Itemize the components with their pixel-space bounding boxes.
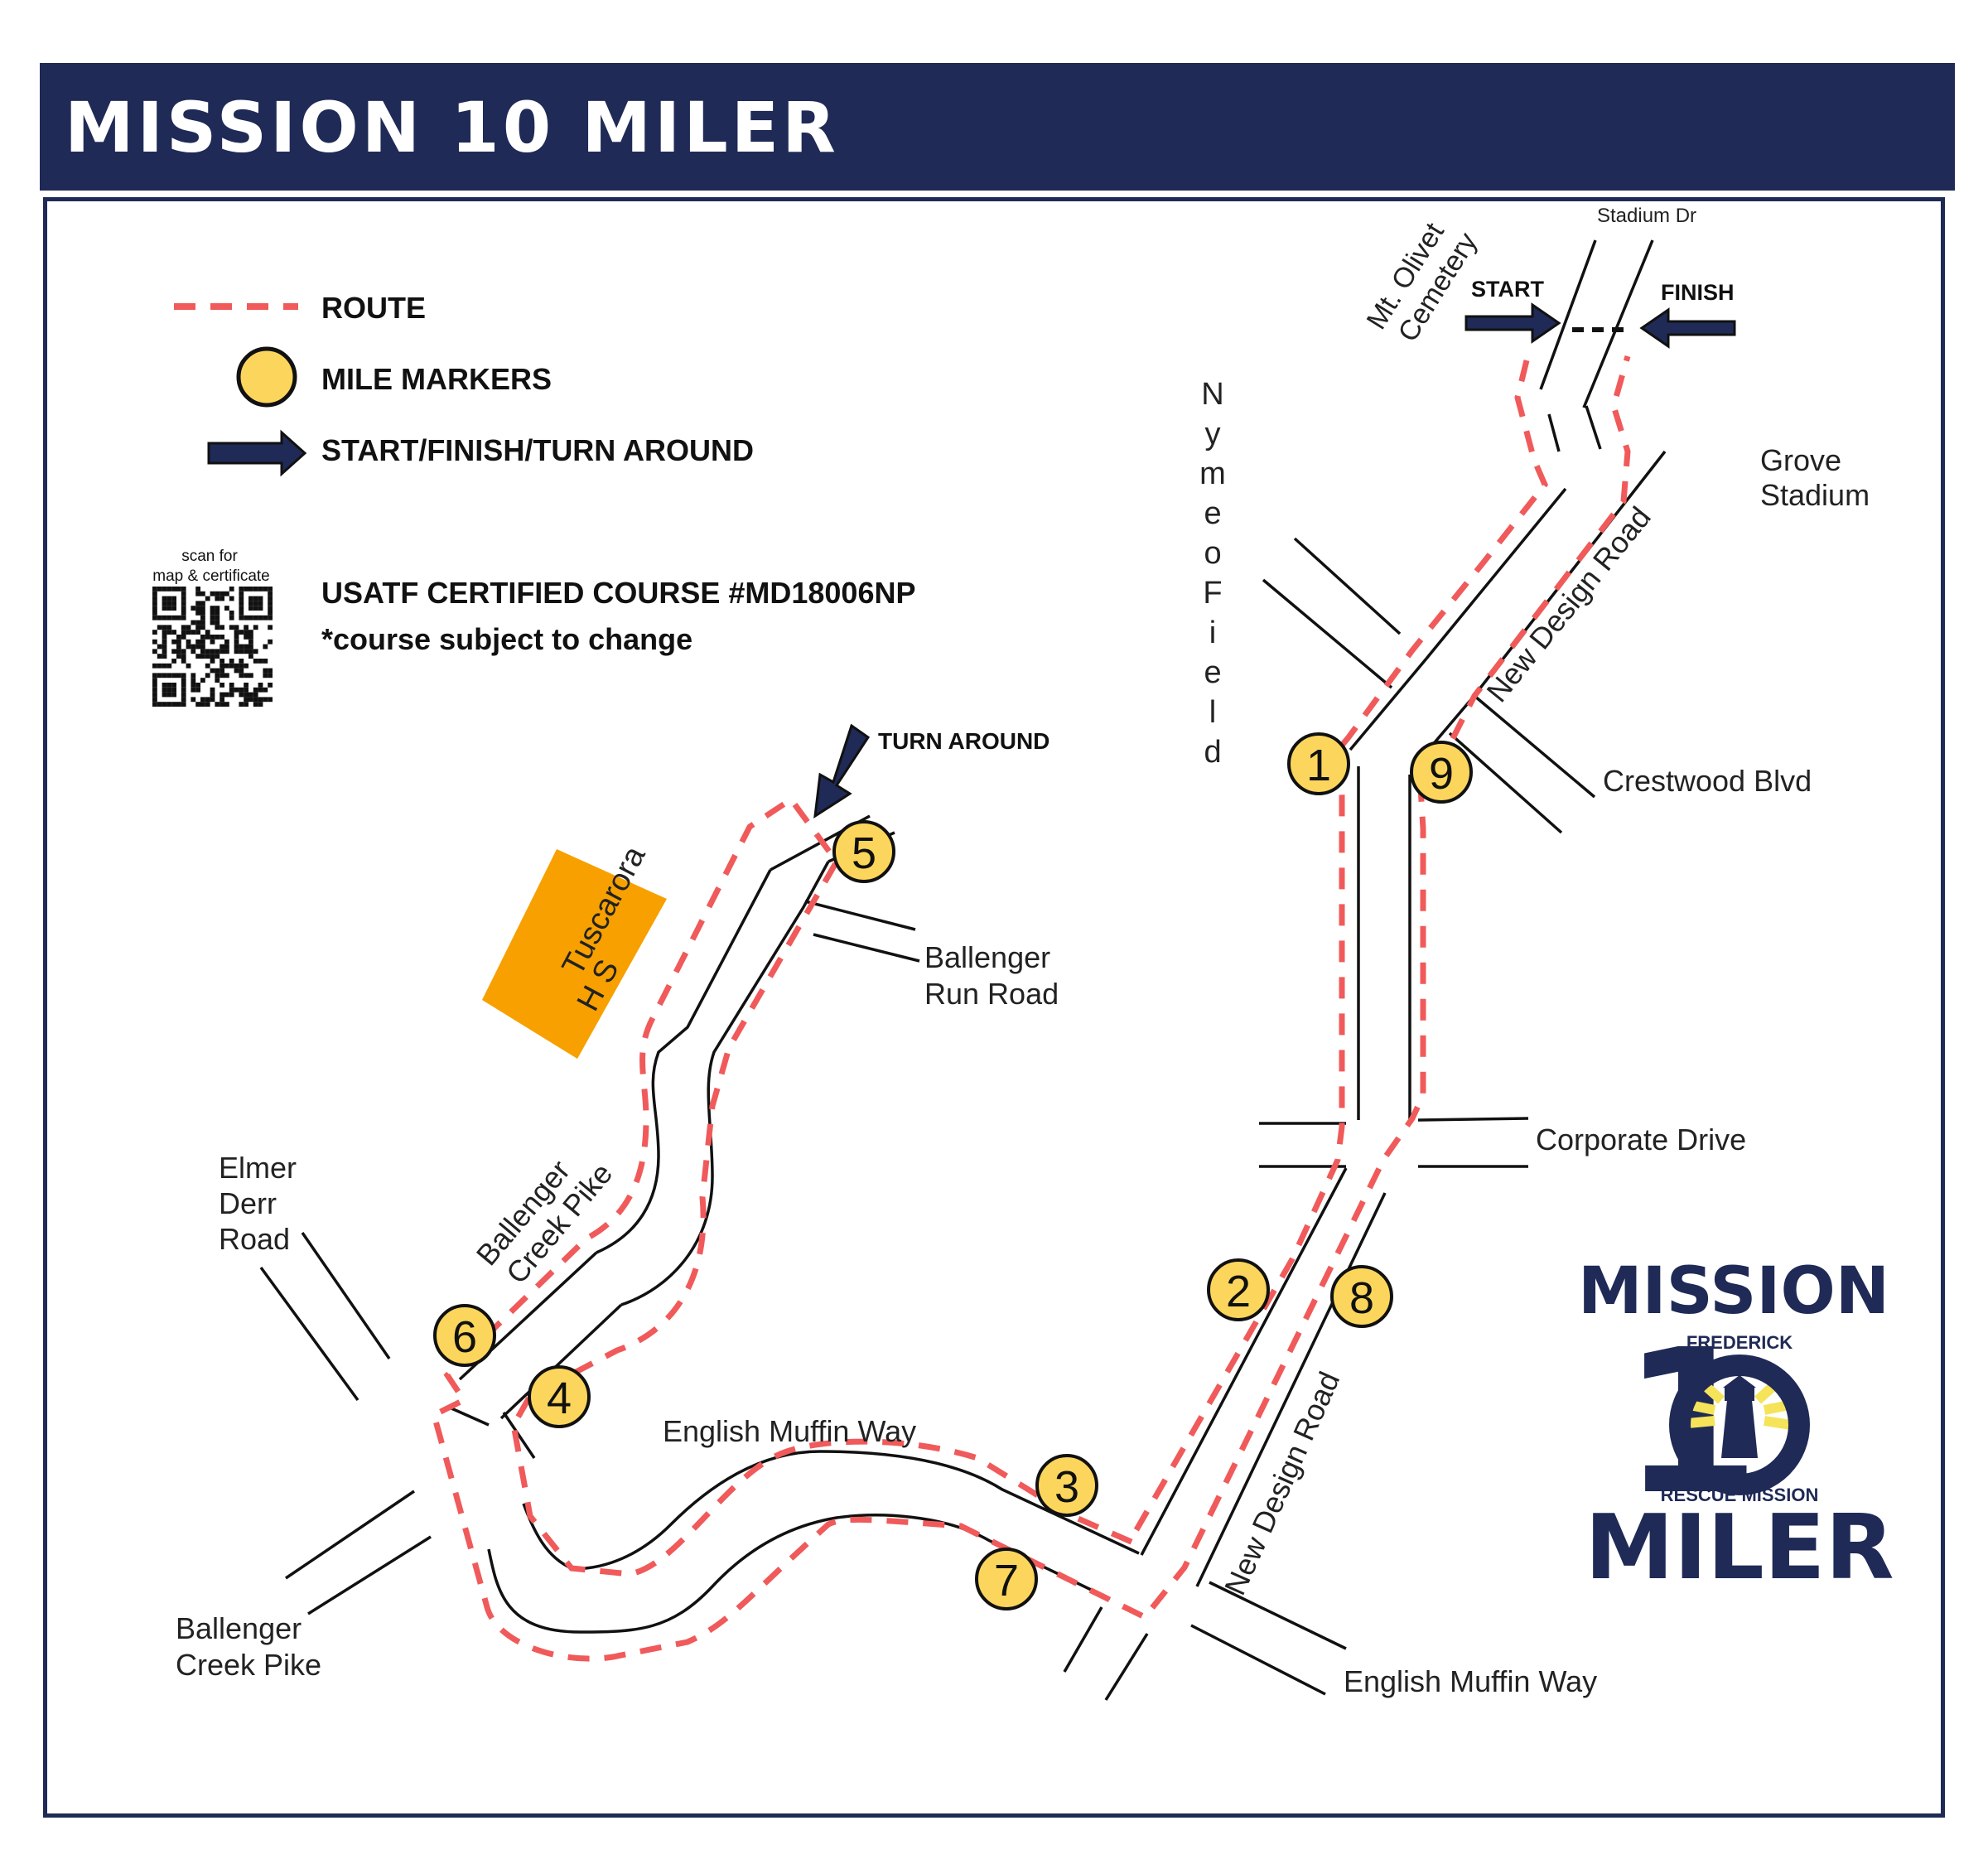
svg-text:9: 9: [1429, 749, 1454, 799]
mile-marker: 8: [1330, 1265, 1393, 1328]
svg-text:1: 1: [1306, 741, 1331, 790]
turn-around-arrow-icon: [813, 723, 871, 819]
mile-marker: 5: [832, 820, 895, 883]
svg-text:5: 5: [852, 828, 876, 878]
mission-10-miler-logo: MISSION 1 FREDERICK RESCUE MISSION MILER: [1578, 1254, 1894, 1600]
ballenger-run-road-label-2: Run Road: [924, 977, 1059, 1011]
legend-mile-markers-label: MILE MARKERS: [321, 362, 552, 396]
logo-ring-bottom: RESCUE MISSION: [1661, 1485, 1819, 1505]
qr-caption-line1: scan for: [181, 548, 238, 565]
english-muffin-way-lower-label: English Muffin Way: [1344, 1664, 1597, 1698]
mile-marker: 9: [1410, 741, 1473, 804]
legend-arrow-icon: [207, 429, 307, 477]
legend: ROUTE MILE MARKERS START/FINISH/TURN ARO…: [174, 291, 754, 477]
turn-around-label: TURN AROUND: [878, 728, 1049, 754]
grove-stadium-label-2: Stadium: [1760, 478, 1870, 512]
tuscarora-hs-building: Tuscarora H S: [482, 840, 667, 1059]
qr-code: scan for map & certificate: [152, 548, 273, 707]
svg-text:4: 4: [547, 1374, 572, 1423]
elmer-derr-road-label-1: Elmer: [219, 1151, 297, 1185]
grove-stadium-label-1: Grove: [1760, 443, 1841, 477]
ballenger-run-road-label-1: Ballenger: [924, 940, 1050, 974]
race-route: [430, 355, 1631, 1662]
ballenger-creek-pike-south-label-1: Ballenger: [176, 1611, 302, 1645]
finish-label: FINISH: [1661, 280, 1735, 305]
mile-marker: 1: [1287, 732, 1350, 795]
english-muffin-way-upper-label: English Muffin Way: [663, 1414, 916, 1448]
finish-arrow-icon: [1639, 307, 1736, 349]
legend-mile-marker-swatch: [236, 346, 297, 408]
mile-marker: 6: [433, 1304, 496, 1367]
svg-text:7: 7: [994, 1556, 1019, 1606]
new-design-road-south-label: New Design Road: [1218, 1367, 1346, 1601]
mile-marker: 7: [975, 1548, 1038, 1610]
page-title: MISSION 10 MILER: [65, 87, 839, 168]
start-arrow-icon: [1464, 302, 1561, 344]
start-label: START: [1471, 277, 1544, 302]
legend-start-finish-label: START/FINISH/TURN AROUND: [321, 433, 754, 467]
svg-text:6: 6: [452, 1312, 477, 1362]
elmer-derr-road-label-3: Road: [219, 1222, 290, 1256]
lighthouse-icon: [1669, 1355, 1810, 1495]
mile-marker: 2: [1207, 1258, 1270, 1321]
certification-note: *course subject to change: [321, 622, 692, 656]
map-frame: [43, 197, 1945, 1818]
svg-text:3: 3: [1054, 1462, 1079, 1512]
qr-code-icon: [152, 587, 273, 707]
logo-mission-text: MISSION: [1578, 1254, 1889, 1329]
qr-caption-line2: map & certificate: [152, 567, 270, 585]
logo-ring-top: FREDERICK: [1686, 1332, 1793, 1353]
mile-marker: 4: [528, 1365, 591, 1428]
crestwood-blvd-label: Crestwood Blvd: [1603, 764, 1812, 798]
mile-markers: 1 2 3 4 5 6 7 8 9: [433, 732, 1473, 1610]
logo-miler-text: MILER: [1585, 1496, 1894, 1600]
svg-text:2: 2: [1226, 1267, 1251, 1316]
ballenger-creek-pike-south-label-2: Creek Pike: [176, 1648, 321, 1682]
mile-marker: 3: [1035, 1454, 1098, 1517]
title-banner: MISSION 10 MILER: [40, 63, 1955, 191]
legend-route-label: ROUTE: [321, 291, 426, 325]
corporate-drive-label: Corporate Drive: [1536, 1123, 1746, 1157]
certification-course: USATF CERTIFIED COURSE #MD18006NP: [321, 576, 915, 610]
stadium-dr-label: Stadium Dr: [1597, 205, 1696, 227]
elmer-derr-road-label-2: Derr: [219, 1186, 277, 1220]
roads: [259, 239, 1667, 1701]
svg-text:8: 8: [1349, 1273, 1374, 1323]
